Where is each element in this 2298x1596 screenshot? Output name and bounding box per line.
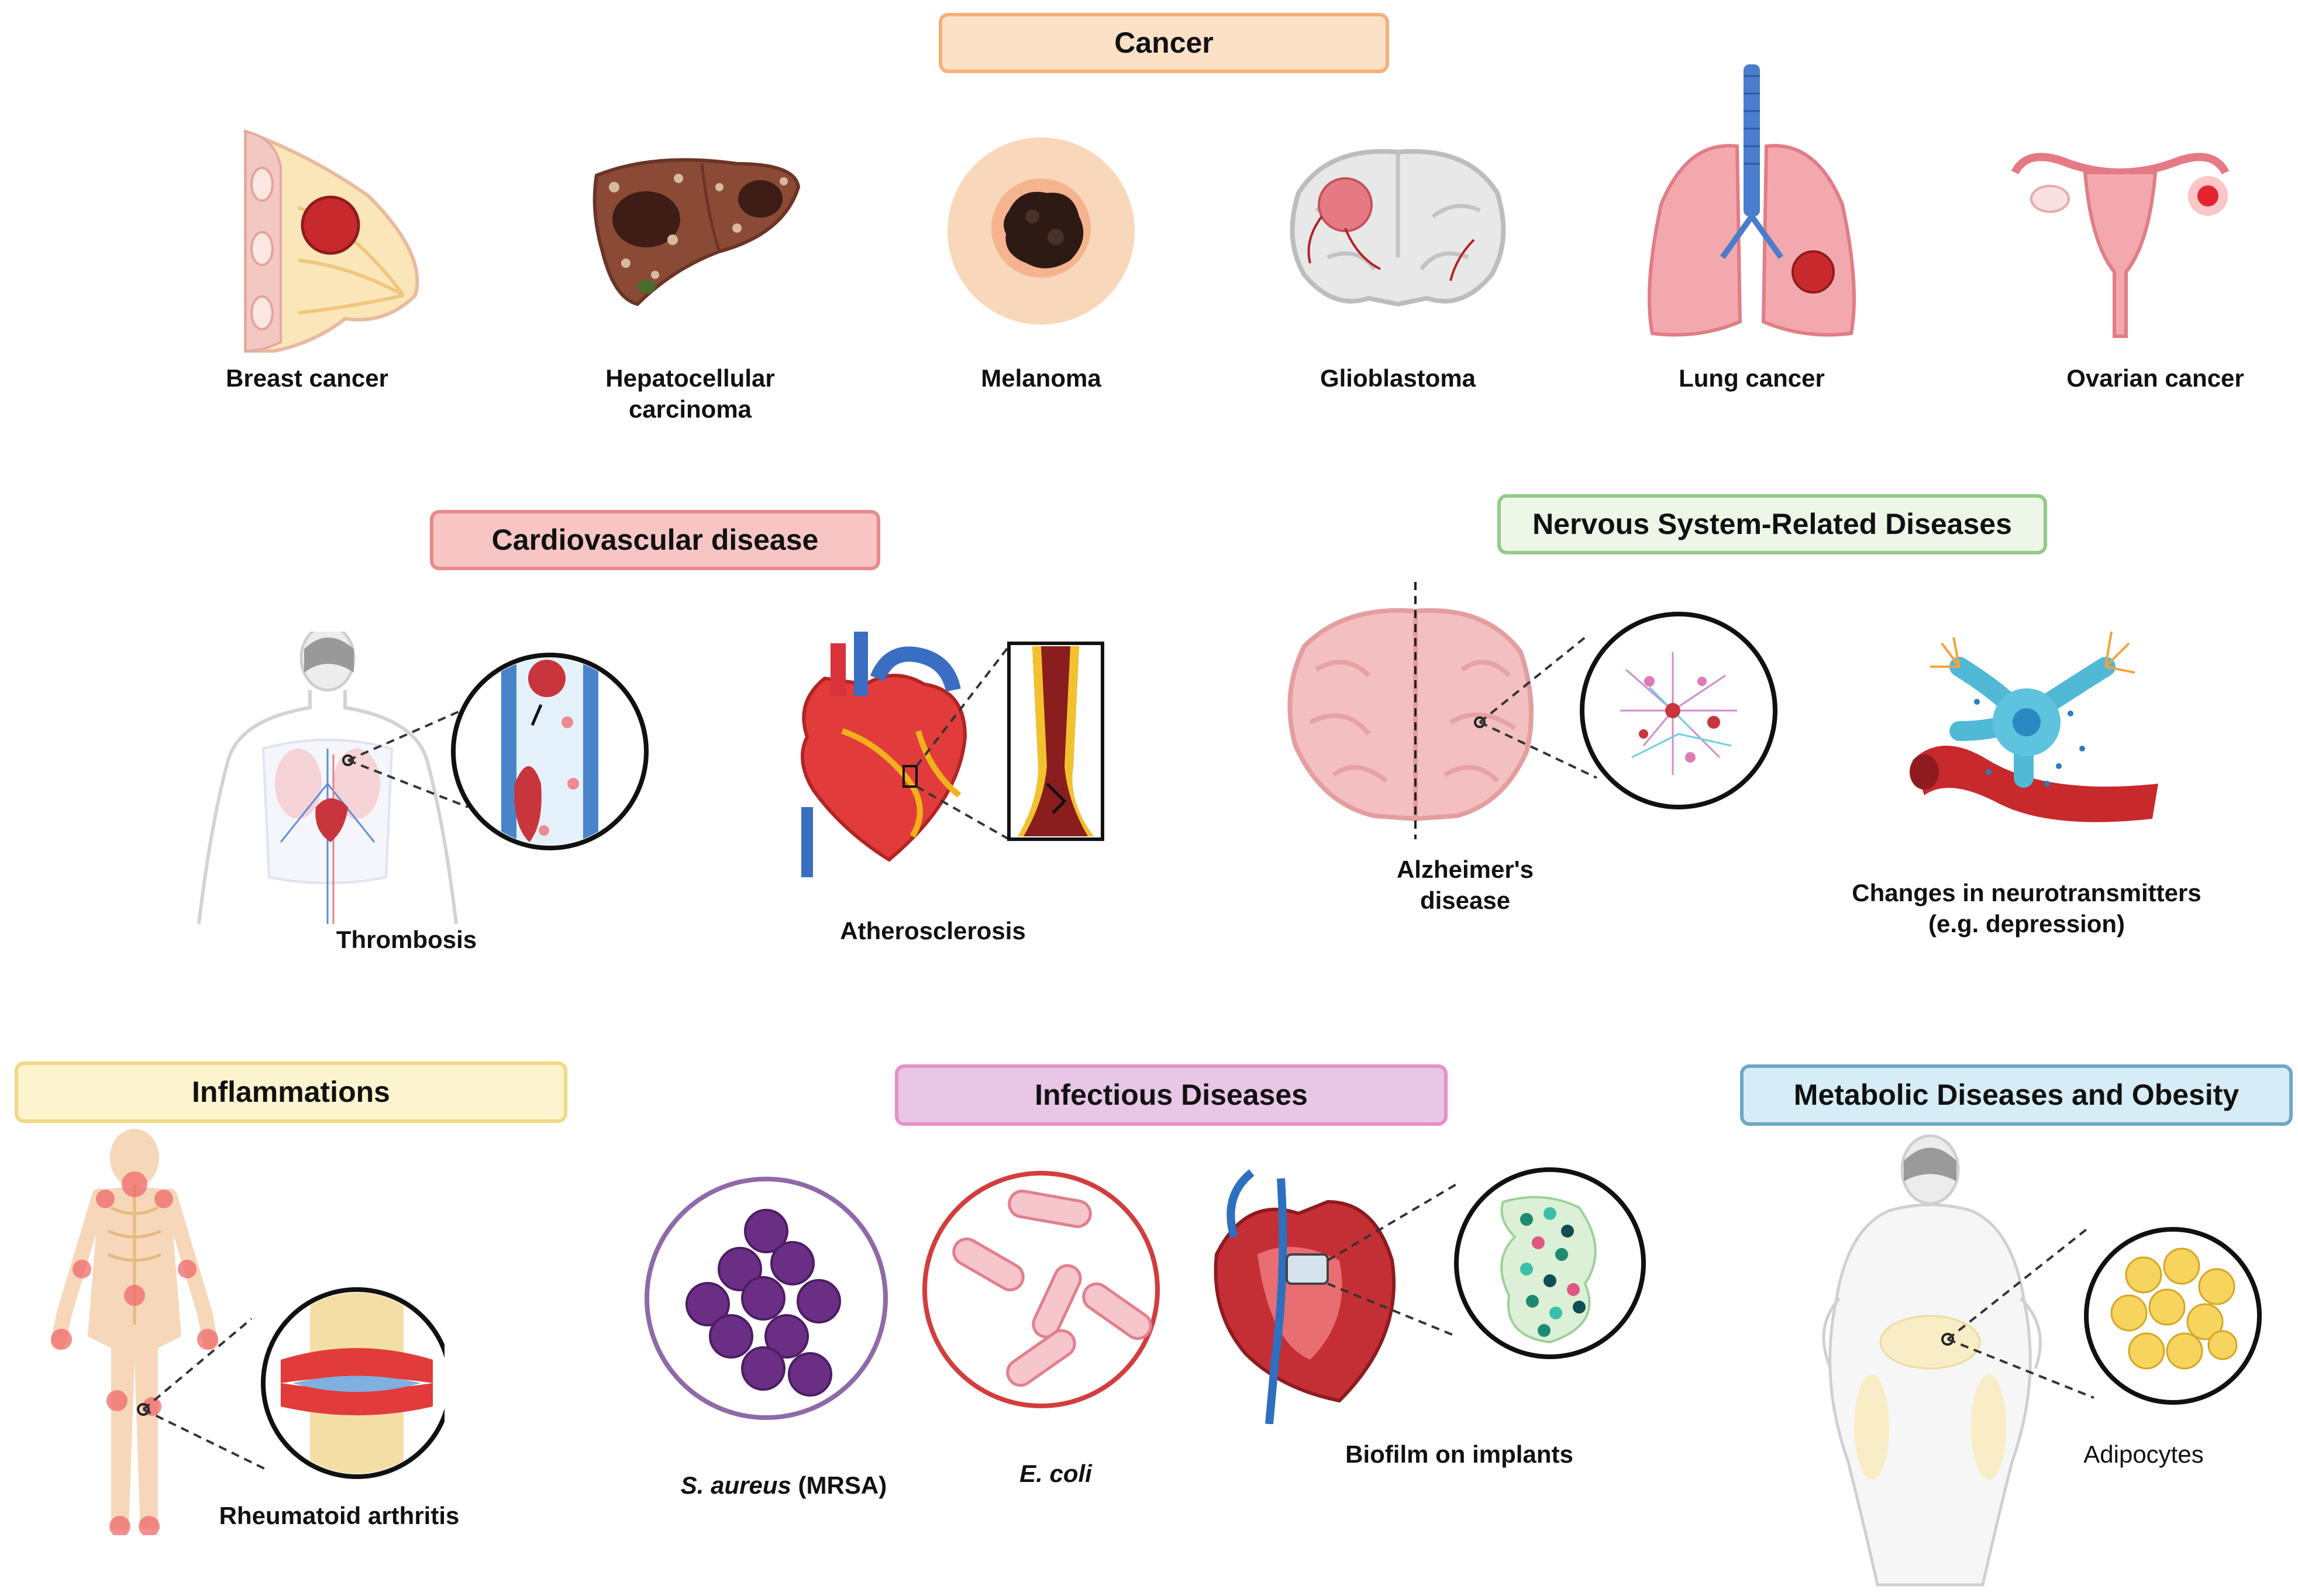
header-cancer-text: Cancer <box>1114 26 1214 59</box>
header-cardiovascular-text: Cardiovascular disease <box>491 523 819 556</box>
label-ovarian-cancer: Ovarian cancer <box>2066 364 2244 392</box>
label-adipocytes: Adipocytes <box>2083 1440 2204 1468</box>
label-biofilm: Biofilm on implants <box>1345 1440 1573 1468</box>
label-neurotransmitters: Changes in neurotransmitters (e.g. depre… <box>1852 879 2201 937</box>
label-thrombosis: Thrombosis <box>336 926 477 953</box>
label-hepatocellular-carcinoma: Hepatocellular carcinoma <box>605 364 775 423</box>
label-saureus: S. aureus (MRSA) <box>579 1439 988 1501</box>
saureus-illustration <box>645 1177 888 1420</box>
header-inflammations: Inflammations <box>15 1061 567 1123</box>
alzheimer-illustration <box>1287 582 1777 839</box>
label-breast-cancer: Breast cancer <box>226 364 388 392</box>
label-atherosclerosis: Atherosclerosis <box>840 917 1026 944</box>
label-glioblastoma: Glioblastoma <box>1319 364 1476 392</box>
melanoma-illustration <box>948 137 1135 325</box>
label-saureus-rest: (MRSA) <box>791 1471 887 1499</box>
header-nervous-text: Nervous System-Related Diseases <box>1532 508 2012 540</box>
label-ecoli: E. coli <box>851 1427 1260 1489</box>
label-rheumatoid-arthritis: Rheumatoid arthritis <box>219 1502 460 1529</box>
neurotransmitter-illustration <box>1910 631 2158 822</box>
header-metabolic: Metabolic Diseases and Obesity <box>1740 1064 2293 1126</box>
header-cancer: Cancer <box>939 13 1389 73</box>
header-nervous: Nervous System-Related Diseases <box>1497 494 2047 554</box>
thrombosis-illustration <box>197 632 649 924</box>
ecoli-illustration <box>922 1171 1160 1408</box>
biofilm-illustration <box>1214 1167 1646 1424</box>
label-saureus-italic: S. aureus <box>680 1471 791 1499</box>
header-metabolic-text: Metabolic Diseases and Obesity <box>1793 1078 2240 1111</box>
glioblastoma-illustration <box>1290 149 1506 307</box>
arthritis-illustration <box>51 1129 445 1535</box>
header-inflammations-text: Inflammations <box>192 1076 390 1108</box>
ovarian-illustration <box>2011 153 2230 338</box>
breast-illustration <box>244 129 419 353</box>
label-melanoma: Melanoma <box>981 364 1101 392</box>
label-alzheimers-disease: Alzheimer's disease <box>1396 856 1534 914</box>
atherosclerosis-illustration <box>801 632 1104 877</box>
label-lung-cancer: Lung cancer <box>1679 364 1825 392</box>
liver-illustration <box>592 158 801 306</box>
header-infectious: Infectious Diseases <box>895 1064 1448 1126</box>
obesity-illustration <box>1822 1135 2262 1587</box>
lung-illustration <box>1648 64 1856 337</box>
header-infectious-text: Infectious Diseases <box>1035 1078 1308 1111</box>
header-cardiovascular: Cardiovascular disease <box>430 510 880 570</box>
label-ecoli-italic: E. coli <box>1019 1460 1092 1487</box>
